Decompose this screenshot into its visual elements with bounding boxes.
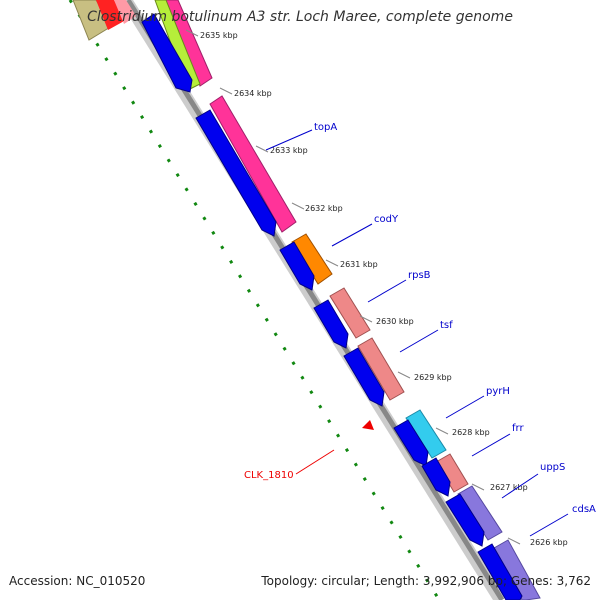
accession-label: Accession: NC_010520 <box>9 574 146 588</box>
page-title: Clostridium botulinum A3 str. Loch Maree… <box>87 9 513 25</box>
gene-label-tsf[interactable]: tsf <box>440 320 453 331</box>
cds-blue-5 <box>343 347 385 407</box>
gene-topA-body <box>209 95 297 233</box>
tick-label: 2632 kbp <box>305 204 343 213</box>
gene-label-rpsB[interactable]: rpsB <box>408 270 431 281</box>
genome-summary: Topology: circular; Length: 3,992,906 bp… <box>261 574 591 588</box>
gene-label-frr[interactable]: frr <box>512 423 524 434</box>
gene-label-topA[interactable]: topA <box>314 122 337 133</box>
cds-blue-4 <box>313 299 349 349</box>
tick-group: 2635 kbp 2634 kbp 2633 kbp 2632 kbp 2631… <box>185 29 568 547</box>
tick-label: 2634 kbp <box>234 89 272 98</box>
tick-label: 2633 kbp <box>270 146 308 155</box>
tick-label: 2628 kbp <box>452 428 490 437</box>
tick-label: 2629 kbp <box>414 373 452 382</box>
gene-pink-top <box>114 0 136 24</box>
cds-blue-3 <box>279 241 315 291</box>
backbone <box>125 0 505 600</box>
gene-label-pyrH[interactable]: pyrH <box>486 386 510 397</box>
cds-blue-2 <box>195 109 277 237</box>
gene-rpsB-body <box>329 287 371 339</box>
tick-label: 2626 kbp <box>530 538 568 547</box>
cds-blue-1 <box>141 13 193 93</box>
tick-label: 2627 kbp <box>490 483 528 492</box>
tick-label: 2635 kbp <box>200 31 238 40</box>
feature-leader <box>295 449 335 475</box>
tick-label: 2630 kbp <box>376 317 414 326</box>
feature-marker[interactable] <box>362 420 374 430</box>
cds-blue-7 <box>421 457 451 497</box>
gene-label-cdsA[interactable]: cdsA <box>572 504 596 515</box>
feature-label[interactable]: CLK_1810 <box>244 470 294 481</box>
cds-blue-8 <box>445 493 485 547</box>
tick-label: 2631 kbp <box>340 260 378 269</box>
gene-tsf-body <box>357 337 405 401</box>
gene-labels <box>265 129 569 537</box>
cds-blue-6 <box>393 419 429 467</box>
cds-blue-9 <box>477 543 523 600</box>
gene-label-codY[interactable]: codY <box>374 214 399 225</box>
gene-label-uppS[interactable]: uppS <box>540 462 565 473</box>
